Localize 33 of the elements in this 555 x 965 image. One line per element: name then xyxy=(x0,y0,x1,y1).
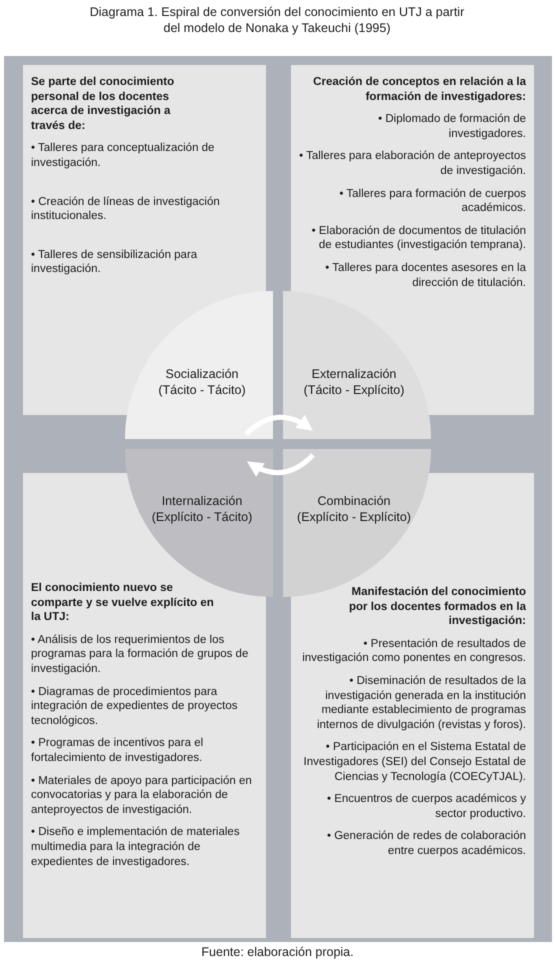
bullet-item: • Diseño e implementación de materiales multimedia para la integración de expedientes de investigadores. xyxy=(31,825,241,870)
quadrant-title: Internalización xyxy=(160,494,244,510)
panel-heading: Se parte del conocimiento personal de los docentes acerca de investigación a través de: xyxy=(31,75,176,134)
bullet-item: • Creación de líneas de investigación institucionales. xyxy=(31,194,221,224)
bullet-item: • Elaboración de documentos de titulación de estudiantes (investigación temprana). xyxy=(310,224,526,253)
source-caption: Fuente: elaboración propia. xyxy=(200,945,355,959)
quadrant-subtitle: (Explícito - Tácito) xyxy=(150,510,254,526)
quadrant-title: Socialización xyxy=(164,367,240,383)
bullet-item: • Talleres de sensibilización para investigación. xyxy=(31,248,198,277)
bullet-item: • Talleres para docentes asesores en la dirección de titulación. xyxy=(324,260,526,290)
bullet-item: • Análisis de los requerimientos de los programas para la formación de grupos de investigación. xyxy=(31,632,250,677)
quadrant-title: Combinación xyxy=(316,494,392,510)
bullet-item: • Diplomado de formación de investigadores. xyxy=(377,112,526,142)
panel-heading: El conocimiento nuevo se comparte y se vuelve explícito en la UTJ: xyxy=(31,581,215,625)
bullet-item: • Diseminación de resultados de la investigación generada en la institución mediante establecimiento de programas internos de divulgación (revistas y foros). xyxy=(316,674,526,732)
bullet-item: • Talleres para conceptualización de investigación. xyxy=(31,141,216,171)
bullet-item: • Programas de incentivos para el fortalecimiento de investigadores. xyxy=(31,736,204,766)
curved-arrow xyxy=(246,453,315,477)
bullet-item: • Talleres para formación de cuerpos académicos. xyxy=(338,186,526,216)
quadrant-subtitle: (Explícito - Explícito) xyxy=(296,510,412,526)
bullet-item: • Diagramas de procedimientos para integración de expedientes de proyectos tecnológicos. xyxy=(31,684,239,728)
panel-heading: Creación de conceptos en relación a la formación de investigadores: xyxy=(312,75,526,104)
quadrant-subtitle: (Tácito - Explícito) xyxy=(302,383,406,399)
bullet-item: • Talleres para elaboración de anteproyectos de investigación. xyxy=(299,149,526,179)
quadrant-subtitle: (Tácito - Tácito) xyxy=(157,383,247,399)
bullet-item: • Participación en el Sistema Estatal de Investigadores (SEI) del Consejo Estatal de Ciencias y Tecnología (COECyTJAL). xyxy=(302,740,526,784)
panel-heading: Manifestación del conocimiento por los docentes formados en la investigación: xyxy=(348,585,526,629)
bullet-item: • Presentación de resultados de investigación como ponentes en congresos. xyxy=(301,636,526,666)
diagram-title: Diagrama 1. Espiral de conversión del conocimiento en UTJ a partir del modelo de Nonaka y Takeuchi (1995) xyxy=(88,4,466,36)
bullet-item: • Encuentros de cuerpos académicos y sector productivo. xyxy=(326,792,526,822)
bullet-item: • Generación de redes de colaboración entre cuerpos académicos. xyxy=(326,829,526,858)
bullet-item: • Materiales de apoyo para participación en convocatorias y para la elaboración de anteproyectos de investigación. xyxy=(31,774,253,818)
quadrant-title: Externalización xyxy=(310,367,398,383)
